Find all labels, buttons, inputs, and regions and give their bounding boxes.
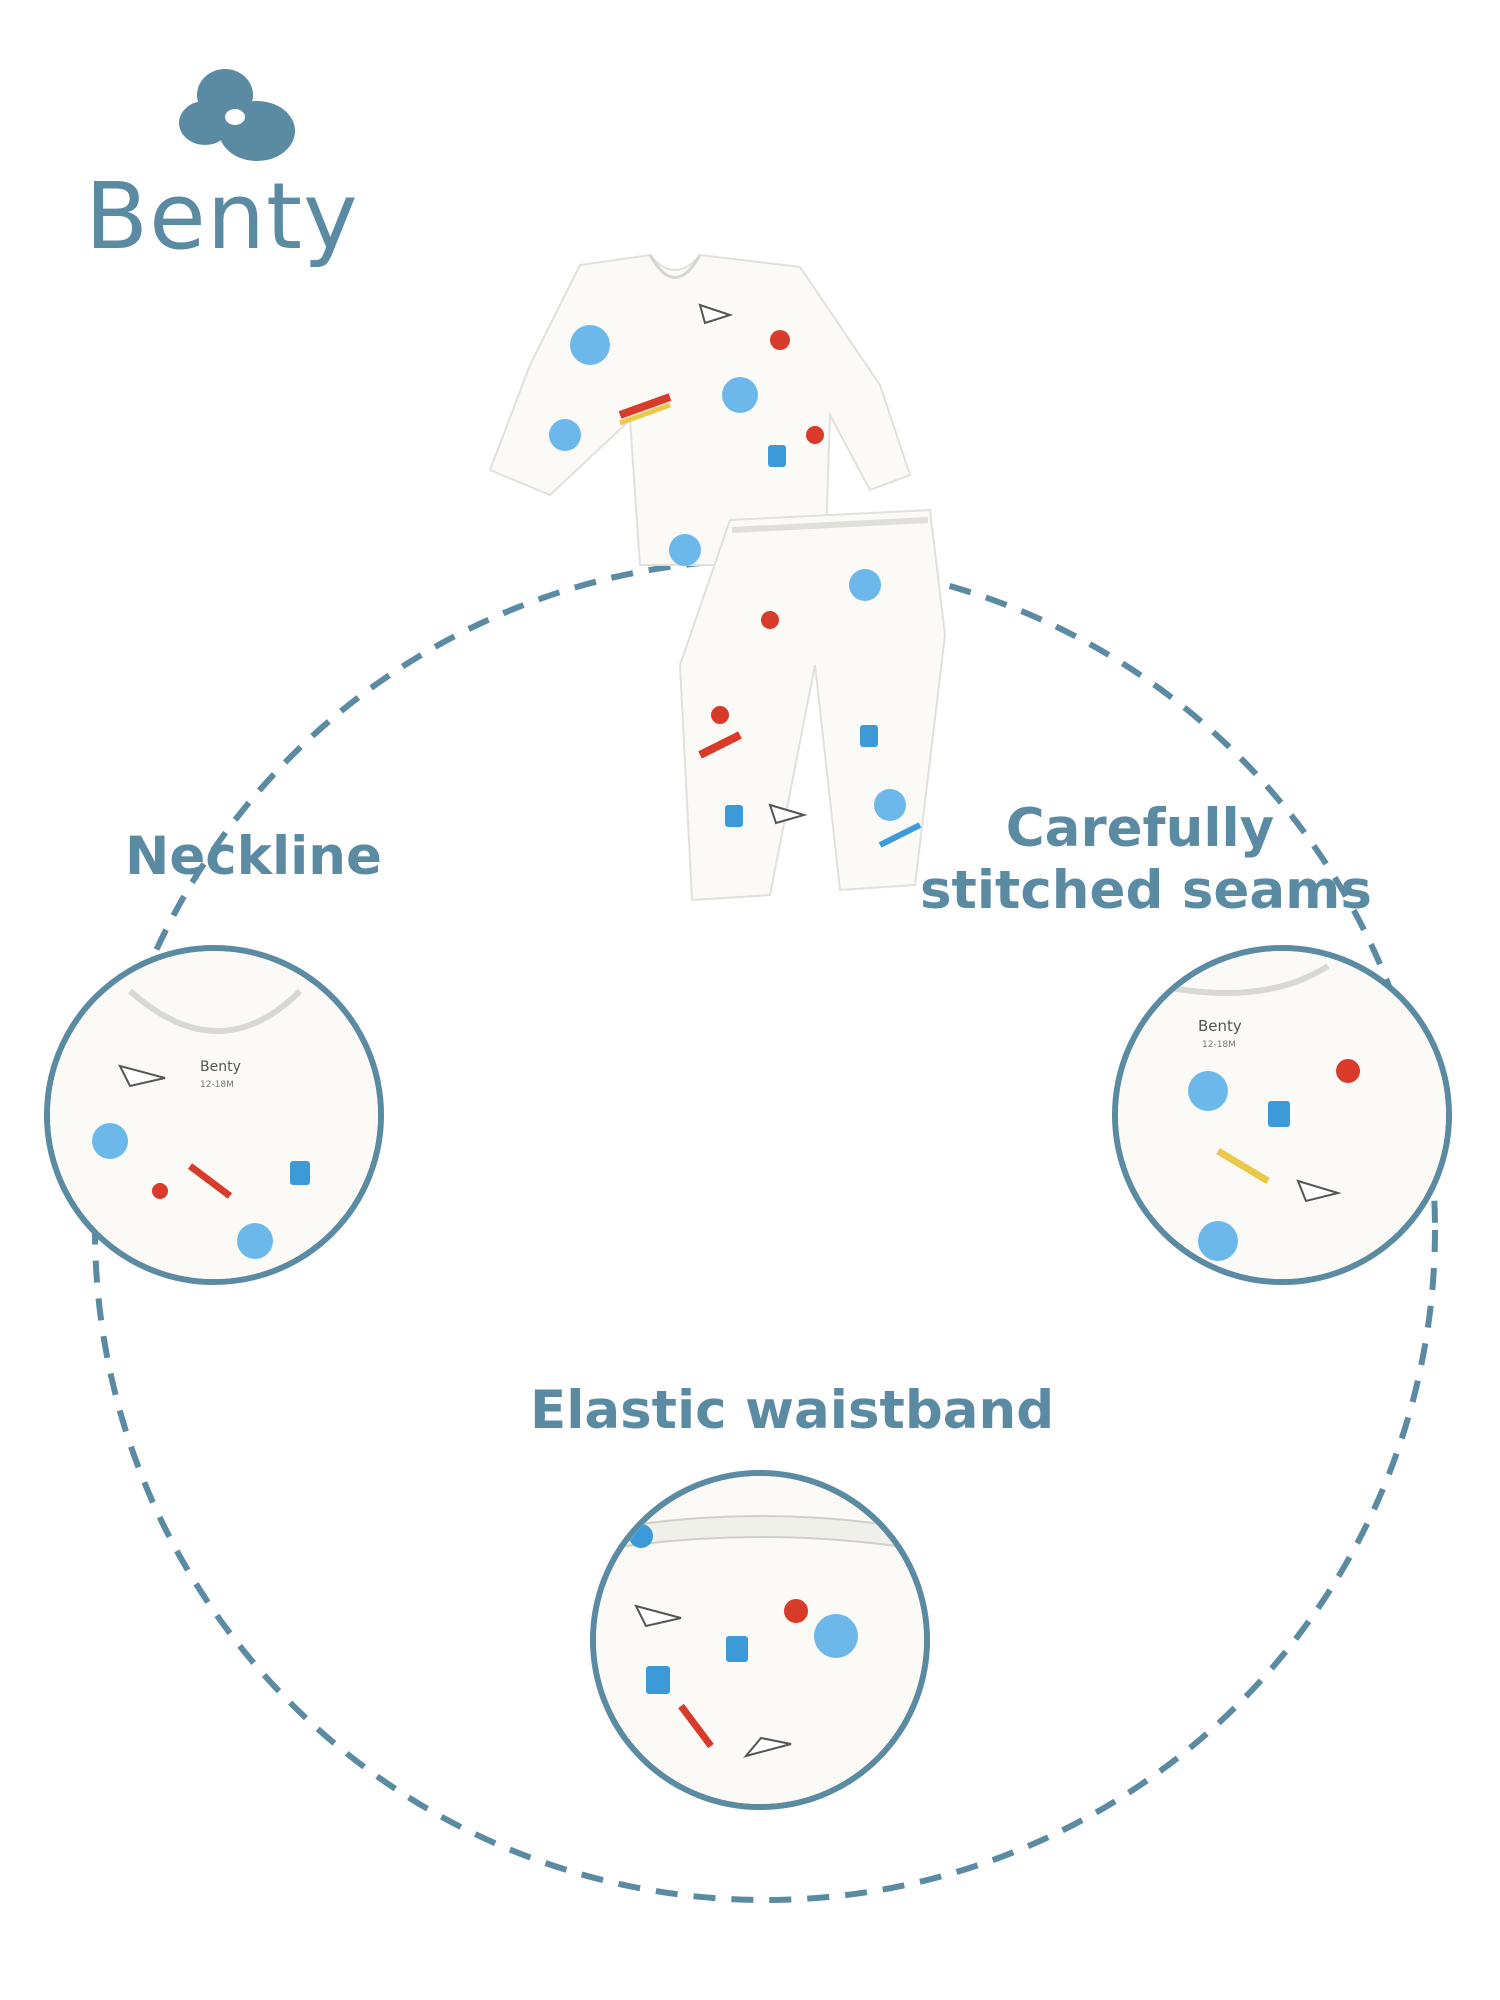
neckline-tag-size: 12-18M bbox=[200, 1080, 234, 1090]
seams-label: Carefully stitched seams bbox=[920, 798, 1372, 922]
seams-tag-size: 12-18M bbox=[1202, 1040, 1236, 1050]
pajama-set-image bbox=[488, 253, 947, 902]
waistband-label: Elastic waistband bbox=[530, 1380, 1055, 1441]
brand-logo: Benty bbox=[85, 55, 358, 275]
neckline-tag-text: Benty bbox=[200, 1059, 241, 1075]
seams-detail-image: Benty 12-18M bbox=[1112, 945, 1452, 1285]
brand-name: Benty bbox=[85, 163, 359, 270]
waistband-detail-image bbox=[590, 1470, 930, 1810]
seams-label-line2: stitched seams bbox=[920, 860, 1372, 921]
seams-label-line1: Carefully bbox=[1005, 798, 1275, 859]
neckline-detail-image: Benty 12-18M bbox=[44, 945, 384, 1285]
bunny-logo-icon bbox=[179, 69, 295, 161]
seams-tag-text: Benty bbox=[1198, 1017, 1242, 1035]
neckline-label: Neckline bbox=[125, 826, 382, 887]
